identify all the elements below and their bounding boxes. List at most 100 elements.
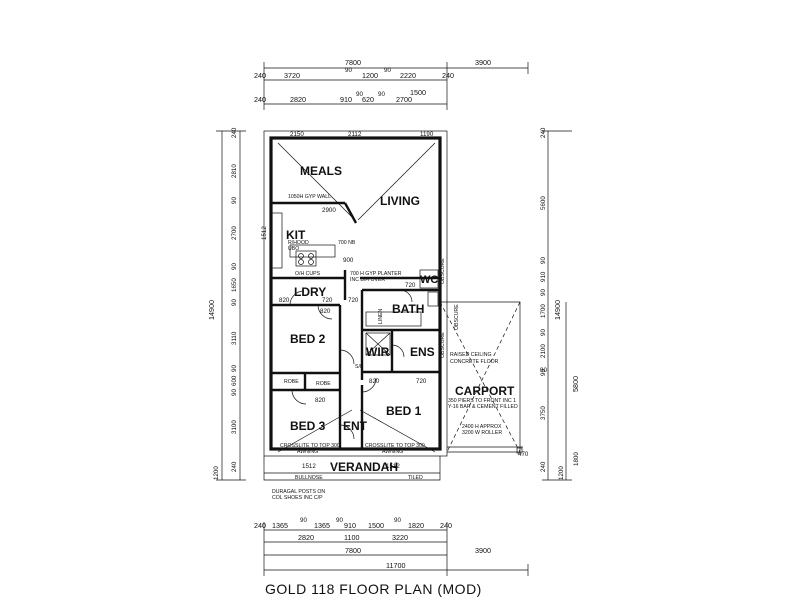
dim-right-seg-6: 90: [540, 329, 547, 336]
note-roller-width: 3200 W ROLLER: [462, 430, 502, 436]
dim-top-row3-0: 240: [254, 95, 266, 104]
note-gyp-wall: 1050H GYP WALL: [288, 194, 331, 200]
inner-dim-820c: 820: [369, 378, 380, 385]
room-kit: KIT: [286, 228, 306, 242]
note-bar: Y-16 BAR & CEMENT FILLED: [448, 404, 518, 410]
inner-dim-820a: 820: [279, 297, 290, 304]
room-living: LIVING: [380, 194, 420, 208]
dim-top-row3-4: 620: [362, 95, 374, 104]
room-bed1: BED 1: [386, 404, 422, 418]
note-awning-left: AWNING: [297, 449, 318, 455]
dim-top-row2-1: 3720: [284, 71, 300, 80]
inner-dim-2150: 2150: [290, 131, 304, 138]
note-linen: LINEN: [378, 308, 384, 324]
inner-dim-720a: 720: [322, 297, 333, 304]
carport-outline: [439, 301, 523, 454]
dim-left-seg-13: 240: [231, 461, 238, 472]
dim-left-seg-10: 90: [231, 389, 238, 396]
room-ldry: LDRY: [294, 285, 326, 299]
room-bed2: BED 2: [290, 332, 326, 346]
inner-dim-1512a: 1512: [302, 463, 316, 470]
dim-left-seg-3: 2700: [231, 226, 238, 240]
dim-right-1800: 1800: [573, 452, 580, 466]
dimension-lines-top: [263, 62, 529, 110]
dim-right-seg-2: 90: [540, 257, 547, 264]
room-verandah: VERANDAH: [330, 460, 398, 474]
dim-top-row3-3: 90: [356, 91, 363, 98]
dim-right-seg-10: 240: [540, 461, 547, 472]
dim-left-seg-2: 90: [231, 197, 238, 204]
dim-top-row2-6: 240: [442, 71, 454, 80]
dim-top-row3-2: 910: [340, 95, 352, 104]
dim-right-seg-0: 240: [540, 127, 547, 138]
dim-left-seg-0: 240: [231, 127, 238, 138]
note-700nb: 700 NB: [338, 240, 356, 246]
inner-dim-720d: 720: [416, 378, 427, 385]
note-obscure-1: OBSCURE: [440, 258, 446, 284]
room-carport: CARPORT: [455, 384, 515, 398]
plan-title: GOLD 118 FLOOR PLAN (MOD): [265, 581, 482, 597]
room-robe-a: ROBE: [284, 379, 299, 385]
note-concrete-floor: CONCRETE FLOOR: [450, 359, 499, 365]
note-tiled: TILED: [408, 475, 423, 481]
note-duragal-1: DURAGAL POSTS ON: [272, 489, 325, 495]
note-obscure-2: OBSCURE: [454, 304, 460, 330]
dim-top-row2-5: 2220: [400, 71, 416, 80]
dim-bottom-row1-3: 1365: [314, 521, 330, 530]
stove-icon: [295, 250, 317, 267]
dim-left-seg-6: 90: [231, 299, 238, 306]
dim-bottom-row2: 2820 1100 3220: [298, 533, 408, 542]
dim-right-seg-5: 1700: [540, 304, 547, 318]
note-crosslite-left: CROSSLITE TO TOP 300: [280, 443, 340, 449]
dim-top-overall: 7800: [345, 58, 361, 67]
dimension-lines-bottom: [263, 522, 529, 576]
inner-dim-2112: 2112: [348, 131, 362, 138]
note-planter: 700 H GYP PLANTER: [350, 271, 402, 277]
note-rhood: R/HOOD: [288, 240, 309, 246]
dim-left-seg-9: 600: [231, 375, 238, 386]
dim-left-seg-1: 2810: [231, 164, 238, 178]
dim-top-row2-4: 90: [384, 67, 391, 74]
inner-dim-1512: 1512: [261, 226, 268, 240]
house-outline: [263, 130, 448, 481]
room-bath: BATH: [392, 302, 424, 316]
dim-bottom-row2-1: 1100: [344, 533, 359, 542]
dim-right-seg-4: 90: [540, 289, 547, 296]
dim-bottom-row1-8: 1820: [408, 521, 424, 530]
room-bed3: BED 3: [290, 419, 326, 433]
dim-top-row3-5: 90: [378, 91, 385, 98]
dim-right-seg-7: 2100: [540, 344, 547, 358]
dim-top-row2-0: 240: [254, 71, 266, 80]
dim-top-row3: 240 2820 910 90 620 90 2700: [254, 91, 412, 104]
dim-right-seg-9: 3750: [540, 406, 547, 420]
dim-bottom-row1-5: 910: [344, 521, 356, 530]
dim-left-seg-7: 3110: [231, 331, 238, 345]
room-ens: ENS: [410, 345, 435, 359]
inner-dim-820d: 820: [315, 397, 326, 404]
room-robe-b: ROBE: [316, 381, 331, 387]
note-oh-cups: O/H CUPS: [295, 271, 321, 277]
dim-top-row3-6: 2700: [396, 95, 412, 104]
dim-right-overall: 14900: [553, 300, 562, 320]
dim-bottom-row2-2: 3220: [392, 533, 408, 542]
note-roller-height: 2400 H APPROX: [462, 424, 502, 430]
note-sb: S/B: [355, 364, 364, 370]
dim-right-seg-8: 90: [540, 369, 547, 376]
note-ubo: UBO: [288, 246, 299, 252]
inner-dim-1512b: 1512: [386, 463, 400, 470]
inner-dim-2900: 2900: [322, 207, 336, 214]
inner-dim-720c: 720: [405, 282, 416, 289]
dim-left-seg-5: 1650: [231, 278, 238, 292]
note-awning-right: AWNING: [382, 449, 403, 455]
dim-bottom-row1: 240 1365 90 1365 90 910 1500 90 1820 240: [254, 517, 452, 530]
dim-bottom-total: 11700: [386, 561, 405, 570]
dim-bottom-row2-0: 2820: [298, 533, 314, 542]
dim-bottom-row1-7: 90: [394, 517, 401, 524]
dim-left-seg-12: 1200: [213, 466, 220, 480]
dim-top-row2: 240 3720 90 1200 90 2220 240: [254, 67, 454, 80]
dim-bottom-row1-2: 90: [300, 517, 307, 524]
dim-left-seg-11: 3100: [231, 420, 238, 434]
dim-left-seg-4: 90: [231, 263, 238, 270]
dim-left-seg-8: 90: [231, 365, 238, 372]
inner-dim-900: 900: [343, 257, 354, 264]
